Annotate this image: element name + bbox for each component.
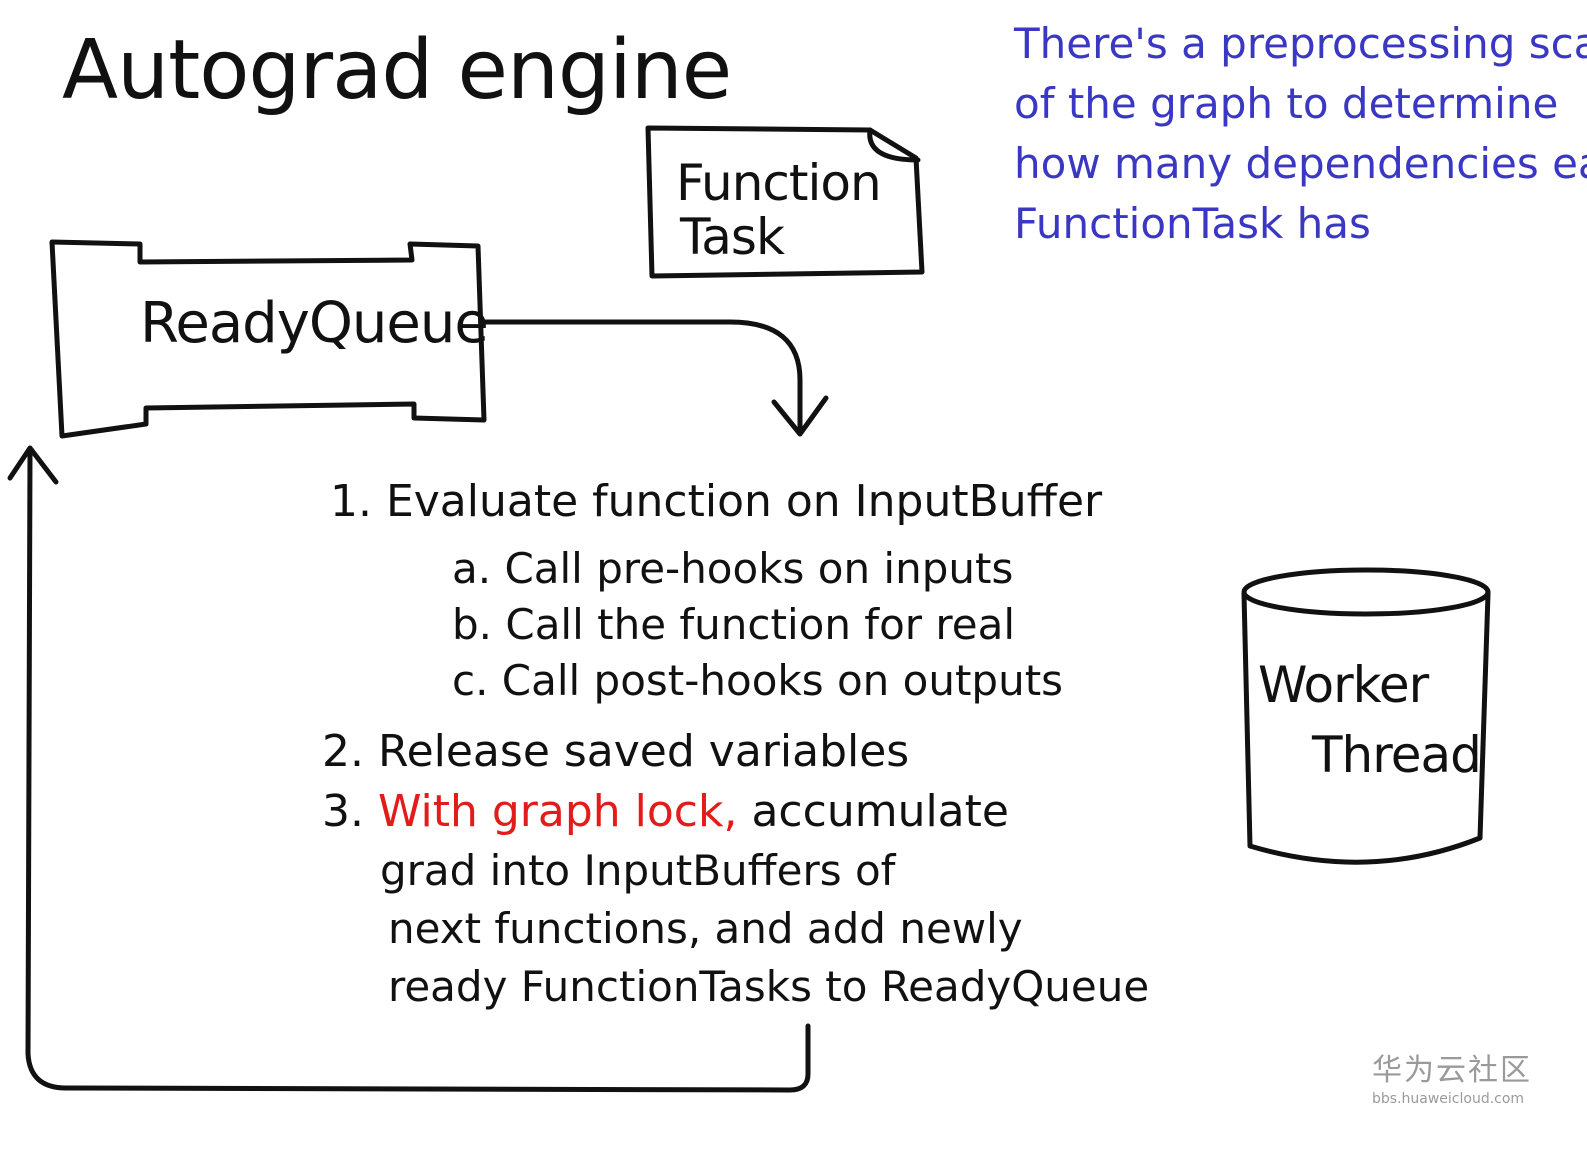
watermark-url: bbs.huaweicloud.com xyxy=(1372,1091,1525,1107)
step-3-line: next functions, and add newly xyxy=(388,904,1023,953)
arrow-head-up xyxy=(7,445,59,485)
step-1: 1. Evaluate function on InputBuffer xyxy=(330,476,1103,527)
watermark-brand: 华为云社区 xyxy=(1372,1053,1532,1088)
function-task-label-line1: Function xyxy=(676,154,882,212)
step-3-rest: accumulate xyxy=(751,786,1009,837)
step-3-number: 3. xyxy=(322,786,364,837)
step-2: 2. Release saved variables xyxy=(322,726,910,777)
preprocessing-note: There's a preprocessing scan of the grap… xyxy=(1014,14,1587,254)
worker-thread-label-line2: Thread xyxy=(1312,726,1482,784)
loop-back-arrow xyxy=(25,449,811,1093)
function-task-label-line2: Task xyxy=(680,208,785,266)
function-task-box xyxy=(645,125,925,279)
note-line: how many dependencies each xyxy=(1014,139,1587,188)
step-1c: c. Call post-hooks on outputs xyxy=(452,656,1064,705)
page-title: Autograd engine xyxy=(62,23,732,118)
step-3-highlight: With graph lock, xyxy=(377,786,738,837)
step-3-line: grad into InputBuffers of xyxy=(380,846,896,895)
step-3: 3. With graph lock, accumulate xyxy=(322,790,1009,834)
ready-queue-box xyxy=(49,239,487,439)
step-1a: a. Call pre-hooks on inputs xyxy=(452,544,1014,593)
arrow-head-down xyxy=(771,395,829,437)
function-task-fold xyxy=(867,127,921,163)
ready-queue-to-steps-arrow xyxy=(481,319,803,435)
ready-queue-label: ReadyQueue xyxy=(140,291,489,356)
worker-thread-cylinder-top xyxy=(1241,567,1491,617)
step-3-line: ready FunctionTasks to ReadyQueue xyxy=(388,962,1150,1011)
note-line: There's a preprocessing scan xyxy=(1014,19,1587,68)
note-line: of the graph to determine xyxy=(1014,79,1559,128)
note-line: FunctionTask has xyxy=(1014,199,1371,248)
step-1b: b. Call the function for real xyxy=(452,600,1016,649)
worker-thread-label-line1: Worker xyxy=(1258,656,1429,714)
worker-thread-cylinder-body xyxy=(1241,591,1491,865)
